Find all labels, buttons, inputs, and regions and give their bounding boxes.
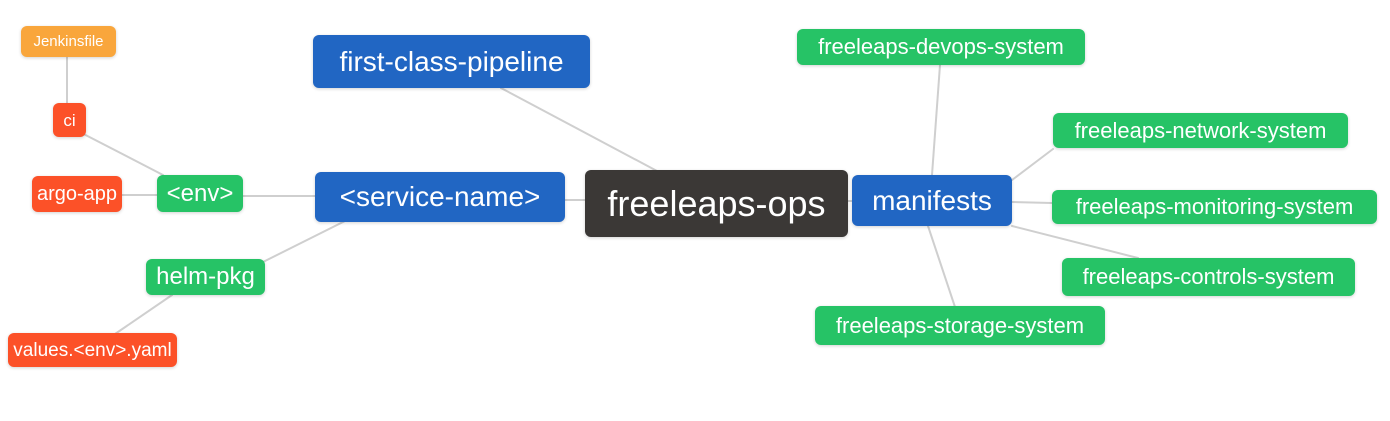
node-manifests[interactable]: manifests — [852, 175, 1012, 226]
node-helm-pkg[interactable]: helm-pkg — [146, 259, 265, 295]
node-env[interactable]: <env> — [157, 175, 243, 212]
node-freeleaps-network-system[interactable]: freeleaps-network-system — [1053, 113, 1348, 148]
node-first-class-pipeline[interactable]: first-class-pipeline — [313, 35, 590, 88]
edge-manifests-to-freeleaps-controls-system — [1011, 225, 1139, 259]
node-argo-app[interactable]: argo-app — [32, 176, 122, 212]
edge-manifests-to-freeleaps-storage-system — [927, 225, 956, 308]
node-values-env-yaml[interactable]: values.<env>.yaml — [8, 333, 177, 367]
node-freeleaps-devops-system[interactable]: freeleaps-devops-system — [797, 29, 1085, 65]
node-freeleaps-controls-system[interactable]: freeleaps-controls-system — [1062, 258, 1355, 296]
node-ci[interactable]: ci — [53, 103, 86, 137]
node-service-name[interactable]: <service-name> — [315, 172, 565, 222]
node-freeleaps-storage-system[interactable]: freeleaps-storage-system — [815, 306, 1105, 345]
edge-manifests-to-freeleaps-network-system — [1011, 148, 1054, 181]
edge-service-name-to-helm-pkg — [262, 220, 346, 263]
edge-ci-to-env — [69, 126, 164, 176]
node-jenkinsfile[interactable]: Jenkinsfile — [21, 26, 116, 57]
edge-helm-pkg-to-values-env-yaml — [114, 294, 173, 335]
edge-first-class-pipeline-to-freeleaps-ops — [500, 87, 658, 172]
node-freeleaps-monitoring-system[interactable]: freeleaps-monitoring-system — [1052, 190, 1377, 224]
edge-freeleaps-devops-system-to-manifests — [931, 64, 941, 176]
edge-manifests-to-freeleaps-monitoring-system — [1011, 201, 1053, 204]
node-freeleaps-ops[interactable]: freeleaps-ops — [585, 170, 848, 237]
